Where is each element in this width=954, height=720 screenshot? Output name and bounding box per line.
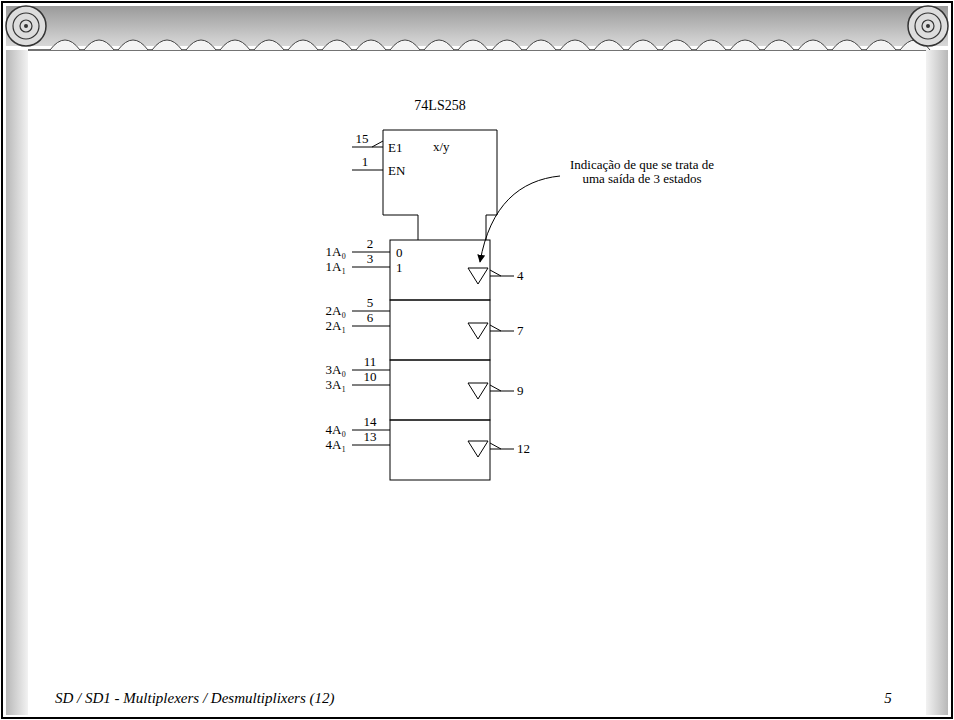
pin-number: 14 [364, 415, 377, 429]
scallop-row [50, 40, 930, 50]
section-box [390, 240, 490, 300]
right-column [926, 50, 948, 715]
mux-section: 01 [390, 240, 490, 300]
tristate-symbol [468, 323, 488, 339]
signal-name: 4A₀ [326, 423, 346, 437]
pin-function: 0 [396, 246, 403, 259]
signal-name: 2A₀ [326, 304, 346, 318]
section-box [390, 360, 490, 420]
section-box [390, 300, 490, 360]
control-block: 74LS258E1ENx/y [383, 130, 497, 240]
pin-number: 2 [367, 237, 374, 251]
left-volute [6, 6, 46, 46]
pin-wire [352, 326, 390, 327]
pin-function: x/y [433, 140, 450, 153]
signal-name: 1A₁ [326, 260, 346, 274]
pin-number: 15 [356, 132, 369, 146]
pin-function: 1 [396, 261, 403, 274]
pin-number: 11 [364, 355, 377, 369]
pin-wire [352, 267, 390, 268]
pin-number: 7 [517, 324, 524, 338]
tristate-symbol [468, 383, 488, 399]
page-number: 5 [884, 690, 892, 707]
tristate-symbol [468, 441, 488, 457]
signal-name: 4A₁ [326, 438, 346, 452]
output-pin [490, 325, 514, 331]
output-pin [490, 385, 514, 391]
pin-number: 13 [364, 430, 377, 444]
callout-leader [480, 176, 560, 262]
signal-name: 3A₁ [326, 378, 346, 392]
pin-number: 4 [517, 269, 524, 283]
callout-note: Indicação de que se trata de uma saída d… [562, 158, 722, 187]
polarity-indicator [372, 141, 383, 147]
output-pin [490, 270, 514, 276]
pin-function: EN [388, 164, 405, 177]
pin-number: 10 [364, 370, 377, 384]
control-block-outline [383, 130, 497, 240]
tristate-symbol [468, 268, 488, 284]
chip-title: 74LS258 [414, 99, 465, 113]
pin-function: E1 [388, 141, 402, 154]
footer-caption: SD / SD1 - Multiplexers / Desmultiplixer… [55, 690, 335, 707]
pin-number: 9 [517, 384, 524, 398]
right-volute [908, 6, 948, 46]
pin-number: 1 [362, 155, 369, 169]
top-band [6, 6, 948, 46]
pin-wire [352, 385, 390, 386]
signal-name: 1A₀ [326, 245, 346, 259]
signal-name: 3A₀ [326, 363, 346, 377]
pin-number: 12 [517, 442, 530, 456]
pin-wire [352, 445, 390, 446]
left-column [6, 50, 28, 715]
pin-wire [352, 147, 383, 148]
pin-wire [352, 170, 383, 171]
signal-name: 2A₁ [326, 319, 346, 333]
section-box [390, 420, 490, 480]
pin-number: 5 [367, 296, 374, 310]
output-pin [490, 443, 514, 449]
pin-number: 6 [367, 311, 374, 325]
pin-number: 3 [367, 252, 374, 266]
